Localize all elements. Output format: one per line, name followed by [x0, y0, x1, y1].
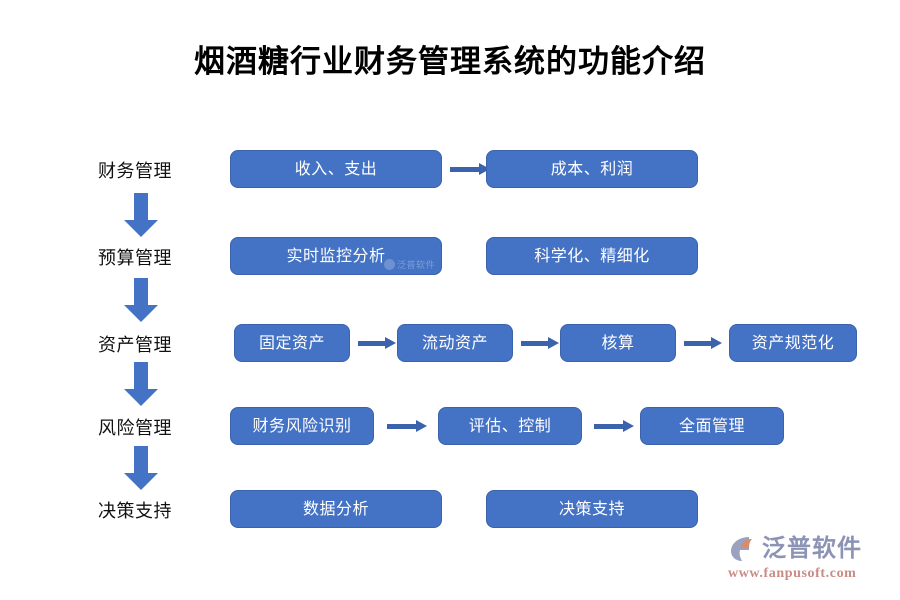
fanpu-logo-icon: [728, 534, 758, 564]
flow-box-3-3[interactable]: 核算: [560, 324, 676, 362]
flow-row-4: 风险管理 财务风险识别 评估、控制 全面管理: [0, 407, 900, 449]
flow-box-2-2[interactable]: 科学化、精细化: [486, 237, 698, 275]
flow-diagram: 财务管理 收入、支出 成本、利润 预算管理 实时监控分析 泛普软件 科学化、精细…: [0, 140, 900, 540]
arrow-down-icon-2: [124, 278, 158, 322]
arrow-down-icon-1: [124, 193, 158, 237]
flow-row-3: 资产管理 固定资产 流动资产 核算 资产规范化: [0, 324, 900, 366]
row-label-3: 资产管理: [98, 335, 172, 355]
arrow-right-icon-4-2: [594, 420, 634, 432]
flow-box-5-2[interactable]: 决策支持: [486, 490, 698, 528]
flow-box-2-1-label: 实时监控分析: [286, 248, 386, 265]
flow-box-3-4[interactable]: 资产规范化: [729, 324, 857, 362]
row-label-2: 预算管理: [98, 248, 172, 268]
brand-url: www.fanpusoft.com: [728, 566, 857, 581]
flow-box-1-2[interactable]: 成本、利润: [486, 150, 698, 188]
flow-box-4-2[interactable]: 评估、控制: [438, 407, 582, 445]
arrow-right-icon-4-1: [387, 420, 427, 432]
arrow-right-icon-1-1: [450, 163, 490, 175]
arrow-down-icon-3: [124, 362, 158, 406]
arrow-down-icon-4: [124, 446, 158, 490]
arrow-right-icon-3-3: [684, 337, 722, 349]
row-label-5: 决策支持: [98, 501, 172, 521]
flow-box-3-2[interactable]: 流动资产: [397, 324, 513, 362]
flow-box-4-1[interactable]: 财务风险识别: [230, 407, 374, 445]
row-label-1: 财务管理: [98, 161, 172, 181]
flow-box-4-3[interactable]: 全面管理: [640, 407, 784, 445]
page-title: 烟酒糖行业财务管理系统的功能介绍: [194, 44, 706, 79]
brand-name-row: 泛普软件: [726, 532, 886, 566]
flow-box-1-1[interactable]: 收入、支出: [230, 150, 442, 188]
arrow-right-icon-3-2: [521, 337, 559, 349]
arrow-right-icon-3-1: [358, 337, 396, 349]
flow-box-5-1[interactable]: 数据分析: [230, 490, 442, 528]
flow-row-5: 决策支持 数据分析 决策支持: [0, 490, 900, 532]
flow-row-2: 预算管理 实时监控分析 泛普软件 科学化、精细化: [0, 237, 900, 279]
flow-box-3-1[interactable]: 固定资产: [234, 324, 350, 362]
flow-box-2-1[interactable]: 实时监控分析 泛普软件: [230, 237, 442, 275]
brand-name: 泛普软件: [762, 535, 862, 562]
brand-logo: 泛普软件 www.fanpusoft.com: [726, 530, 886, 588]
flow-row-1: 财务管理 收入、支出 成本、利润: [0, 150, 900, 192]
row-label-4: 风险管理: [98, 418, 172, 438]
box-watermark: 泛普软件: [383, 258, 435, 272]
